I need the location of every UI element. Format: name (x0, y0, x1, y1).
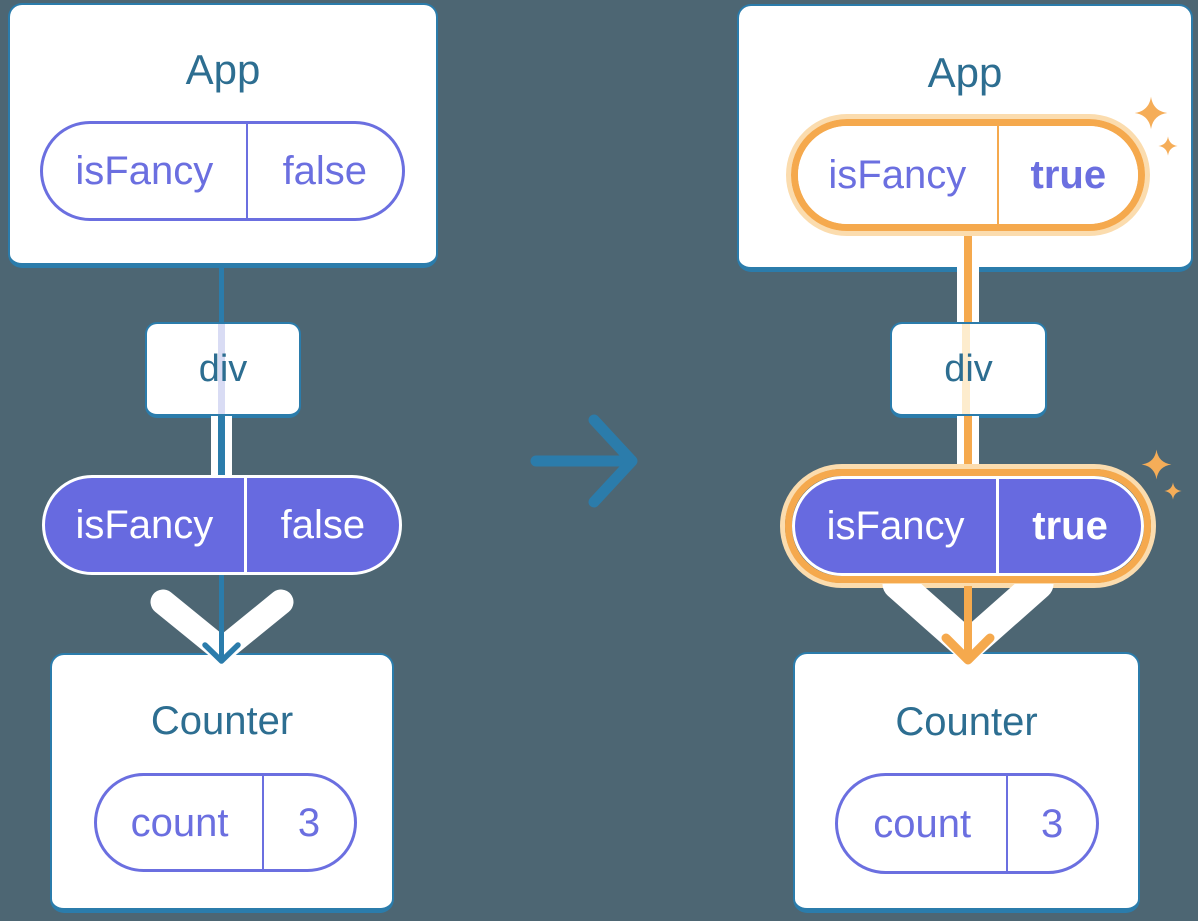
right-render-pipe-right-1 (972, 266, 979, 324)
prop-value: true (1030, 153, 1107, 197)
sparkle-icon (1141, 449, 1172, 480)
arrowhead (588, 414, 638, 508)
left-prop-line (218, 416, 225, 477)
right-prop-line-in-card (964, 230, 972, 270)
left-props-pill: isFancy false (42, 475, 402, 575)
right-app-prop-pill: isFancy true (798, 126, 1138, 224)
right-app-prop-pill-highlight-ring: isFancy true (786, 114, 1150, 236)
orange-arrowhead (941, 633, 995, 665)
right-div-box: div (890, 322, 1047, 418)
right-counter-title: Counter (895, 700, 1038, 744)
right-render-pipe-left-2 (957, 416, 964, 468)
left-edge-app-to-div (219, 265, 224, 325)
left-div-box: div (145, 322, 301, 418)
sparkle-icon (1158, 136, 1178, 156)
right-render-pipe-left-1 (957, 266, 964, 324)
prop-name: isFancy (43, 124, 248, 218)
prop-value: false (280, 503, 366, 547)
prop-name: isFancy (798, 126, 999, 224)
right-prop-line-1 (964, 266, 972, 324)
sparkle-icon (1164, 482, 1182, 500)
left-render-pipe-left (211, 416, 218, 477)
right-render-pipe-right-2 (972, 416, 979, 468)
right-counter-state-pill: count 3 (835, 773, 1099, 874)
left-counter-card: Counter count 3 (50, 653, 394, 913)
right-prop-line-2 (964, 416, 972, 468)
left-prop-trace-line (218, 324, 225, 414)
left-div-label: div (198, 348, 248, 390)
right-div-label: div (944, 348, 993, 390)
left-counter-title: Counter (150, 699, 294, 743)
state-name: count (838, 776, 1009, 871)
arrow-right-icon (530, 414, 638, 508)
left-flow-arrow-icon (150, 575, 294, 664)
left-counter-state-pill: count 3 (94, 773, 357, 872)
prop-name: isFancy (795, 479, 1000, 573)
state-value: 3 (297, 800, 321, 845)
orange-ring: isFancy true (791, 119, 1145, 231)
teal-arrowhead (202, 642, 241, 664)
orange-ring: isFancy true (785, 469, 1151, 583)
left-app-title: App (185, 46, 261, 93)
sparkle-icon (1134, 96, 1168, 130)
right-counter-card: Counter count 3 (793, 652, 1140, 913)
left-render-pipe-right (225, 416, 232, 477)
left-app-card: App isFancy false (8, 3, 438, 268)
prop-name: isFancy (45, 478, 247, 572)
right-flow-arrow-icon (882, 584, 1054, 665)
state-value: 3 (1041, 801, 1064, 846)
prop-value: true (1032, 504, 1108, 548)
state-name: count (97, 776, 265, 869)
right-props-pill: isFancy true (792, 476, 1144, 576)
right-app-title: App (927, 49, 1003, 96)
right-props-pill-highlight-ring: isFancy true (780, 464, 1156, 588)
prop-value: false (282, 149, 368, 193)
right-prop-trace-line (962, 324, 970, 414)
left-app-prop-pill: isFancy false (40, 121, 405, 221)
